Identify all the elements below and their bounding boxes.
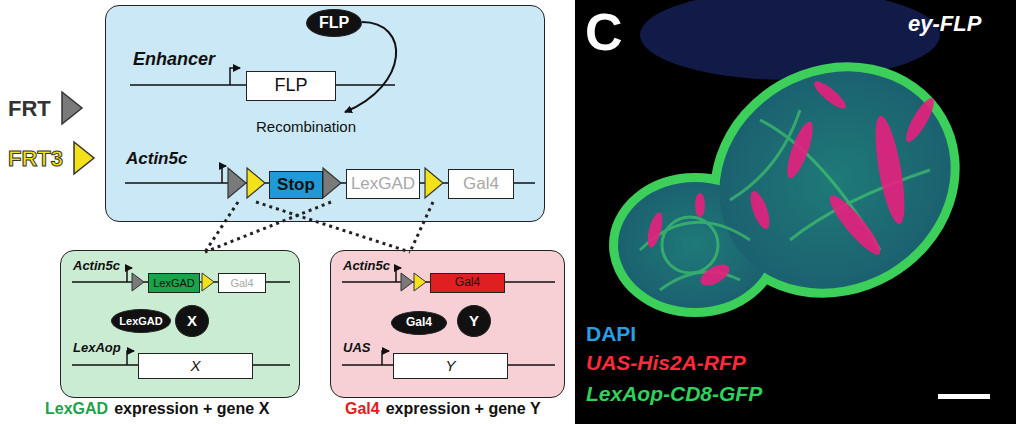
- gene-box: Gal4: [448, 169, 514, 199]
- caption-text: LexGAD: [45, 400, 108, 418]
- construct-label: UAS: [343, 341, 370, 355]
- stain-label: LexAop-CD8-GFP: [586, 382, 762, 405]
- gene-name: X: [190, 358, 200, 375]
- protein-ellipse: FLP: [306, 9, 362, 37]
- gene-name: Stop: [277, 176, 315, 195]
- recombination-arrow: [345, 22, 396, 112]
- construct-label: Actin5c: [343, 259, 390, 273]
- legend-text: FRT3: [8, 147, 63, 171]
- gene-box: Y: [393, 353, 508, 379]
- legend-text: FRT: [8, 97, 51, 121]
- frt3-triangle: [74, 142, 94, 174]
- construct-panel: Actin5cLexAopLexGADGal4LexGADXX: [60, 250, 300, 398]
- caption-row: Gal4 expression + gene Y: [345, 400, 541, 418]
- gene-box: LexGAD: [148, 273, 200, 293]
- gene-box: FLP: [246, 71, 336, 101]
- stain-label: UAS-His2A-RFP: [586, 351, 746, 374]
- gene-name: Y: [469, 313, 479, 330]
- gene-name: LexGAD: [351, 175, 415, 194]
- gene-name: Y: [445, 358, 455, 375]
- gene-box: X: [138, 353, 253, 379]
- gene-box: Gal4: [218, 273, 266, 293]
- construct-label: Actin5c: [126, 150, 187, 169]
- gene-name: LexGAD: [119, 315, 162, 327]
- panel-letter: C: [585, 4, 623, 61]
- recombination-dotted-line: [205, 202, 433, 252]
- gene-name: X: [187, 313, 197, 330]
- gene-name: FLP: [319, 14, 349, 32]
- construct-label: LexAop: [73, 341, 121, 355]
- gene-name: LexGAD: [153, 277, 195, 289]
- caption-text: expression + gene Y: [386, 400, 541, 418]
- gene-box: Gal4: [430, 273, 505, 293]
- caption-text: Gal4: [345, 400, 380, 418]
- stain-label: DAPI: [586, 322, 636, 345]
- protein-ellipse: LexGAD: [111, 309, 170, 333]
- microscopy-image: [575, 0, 1016, 424]
- genotype-label: ey-FLP: [908, 12, 981, 36]
- caption-text: expression + gene X: [114, 400, 269, 418]
- frt-triangle: [62, 92, 82, 124]
- construct-label: Recombination: [256, 119, 356, 136]
- protein-ellipse: Gal4: [391, 311, 447, 335]
- scale-bar: [938, 394, 990, 399]
- caption-row: LexGAD expression + gene X: [45, 400, 269, 418]
- construct-panel: Actin5cUASGal4Gal4YY: [330, 250, 565, 398]
- protein-ellipse: Y: [457, 305, 491, 337]
- gene-box: LexGAD: [346, 169, 420, 199]
- construct-label: Enhancer: [133, 50, 215, 70]
- construct-label: Actin5c: [73, 259, 120, 273]
- gene-name: Gal4: [230, 277, 253, 289]
- gene-name: Gal4: [406, 316, 432, 329]
- gene-name: Gal4: [455, 276, 480, 289]
- gene-name: FLP: [274, 76, 307, 96]
- gene-name: Gal4: [463, 175, 499, 194]
- protein-ellipse: X: [175, 305, 209, 337]
- gene-box: Stop: [269, 171, 323, 199]
